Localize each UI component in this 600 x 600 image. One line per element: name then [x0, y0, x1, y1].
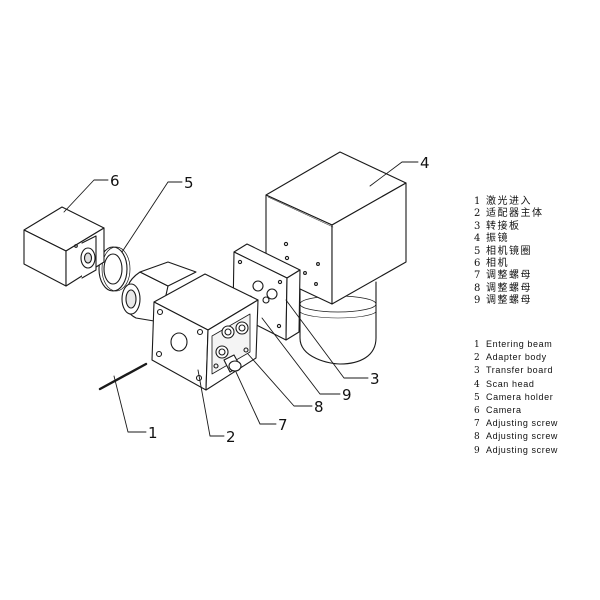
callout-6: 6: [110, 172, 120, 190]
legend-en-item: 3 Transfer board: [474, 364, 558, 377]
legend-en-item: 4 Scan head: [474, 378, 558, 391]
legend-en-number: 6: [474, 406, 480, 417]
leader-6: [63, 179, 109, 213]
callout-5: 5: [184, 174, 194, 192]
legend-en-text: Entering beam: [486, 339, 553, 349]
legend-en-text: Adjusting screw: [486, 444, 559, 455]
legend-en-text: Adjusting screw: [486, 418, 559, 429]
callout-7: 7: [278, 416, 288, 434]
legend-en-number: 8: [474, 432, 480, 443]
legend-en-item: 5 Camera holder: [474, 391, 558, 404]
legend-en-item: 2 Adapter body: [474, 351, 558, 364]
legend-cn-text: 相机: [486, 258, 509, 270]
legend-en-item: 9 Adjusting screw: [474, 444, 558, 457]
legend-en-number: 7: [474, 419, 480, 430]
legend-cn-text: 转接板: [486, 220, 521, 232]
leader-5: [121, 181, 183, 253]
legend-en-number: 3: [474, 366, 480, 377]
callout-9: 9: [342, 386, 352, 404]
legend-en-text: Transfer board: [486, 365, 554, 376]
leader-9: [261, 317, 341, 395]
adapter-body: [121, 261, 259, 391]
legend-en-text: Adapter body: [486, 352, 547, 363]
legend-en-number: 1: [474, 340, 480, 350]
callout-2: 2: [226, 428, 236, 446]
legend-english: 1 Entering beam 2 Adapter body 3 Transfer b…: [474, 338, 558, 457]
legend-cn-text: 相机镜圈: [486, 245, 532, 257]
legend-cn-number: 2: [474, 208, 481, 220]
leader-7: [235, 371, 277, 425]
legend-cn-number: 3: [474, 220, 481, 232]
legend-en-number: 5: [474, 392, 480, 403]
leader-8: [247, 353, 313, 407]
callout-3: 3: [370, 370, 380, 388]
legend-cn-number: 9: [474, 295, 481, 307]
legend-en-number: 9: [474, 445, 480, 456]
legend-cn-item: 4 振镜: [474, 233, 544, 245]
leader-3: [285, 299, 369, 379]
leader-1: [113, 375, 147, 433]
legend-cn-item: 9 调整螺母: [474, 295, 544, 307]
legend-en-text: Camera holder: [486, 391, 554, 402]
scan-head: [265, 151, 407, 365]
legend-cn-number: 8: [474, 282, 481, 294]
legend-cn-number: 5: [474, 245, 481, 257]
transfer-board: [232, 243, 301, 341]
legend-cn-text: 调整螺母: [486, 295, 532, 307]
legend-cn-text: 激光进入: [486, 196, 532, 207]
leader-2: [197, 369, 225, 437]
legend-en-text: Camera: [486, 405, 522, 416]
legend-cn-text: 适配器主体: [486, 208, 544, 220]
legend-cn-number: 1: [474, 196, 481, 207]
legend-cn-text: 调整螺母: [486, 270, 532, 282]
legend-en-number: 2: [474, 353, 480, 364]
legend-cn-number: 4: [474, 233, 481, 245]
legend-cn-text: 调整螺母: [486, 282, 532, 294]
leader-4: [369, 161, 419, 187]
camera: [23, 206, 105, 287]
leader-lines: [63, 161, 419, 437]
entering-beam: [98, 362, 148, 391]
legend-en-number: 4: [474, 379, 480, 390]
legend-cn-item: 7 调整螺母: [474, 270, 544, 282]
callout-4: 4: [420, 154, 430, 172]
legend-cn-item: 1 激光进入: [474, 196, 544, 208]
legend-cn-item: 6 相机: [474, 258, 544, 270]
legend-cn-item: 3 转接板: [474, 221, 544, 233]
legend-en-item: 6 Camera: [474, 404, 558, 417]
legend-cn-item: 5 相机镜圈: [474, 246, 544, 258]
legend-cn-item: 8 调整螺母: [474, 283, 544, 295]
callout-1: 1: [148, 424, 158, 442]
camera-holder-ring: [98, 246, 131, 292]
legend-cn-item: 2 适配器主体: [474, 208, 544, 220]
legend-en-item: 8 Adjusting screw: [474, 430, 558, 443]
legend-cn-number: 6: [474, 258, 481, 270]
callout-8: 8: [314, 398, 324, 416]
legend-en-item: 1 Entering beam: [474, 338, 558, 351]
legend-en-text: Scan head: [486, 378, 535, 389]
legend-cn-number: 7: [474, 270, 481, 282]
legend-cn-text: 振镜: [486, 233, 509, 245]
legend-en-item: 7 Adjusting screw: [474, 417, 558, 430]
legend-en-text: Adjusting screw: [486, 431, 559, 442]
callout-numbers: 1 2 3 4 5 6 7 8 9: [110, 154, 430, 446]
